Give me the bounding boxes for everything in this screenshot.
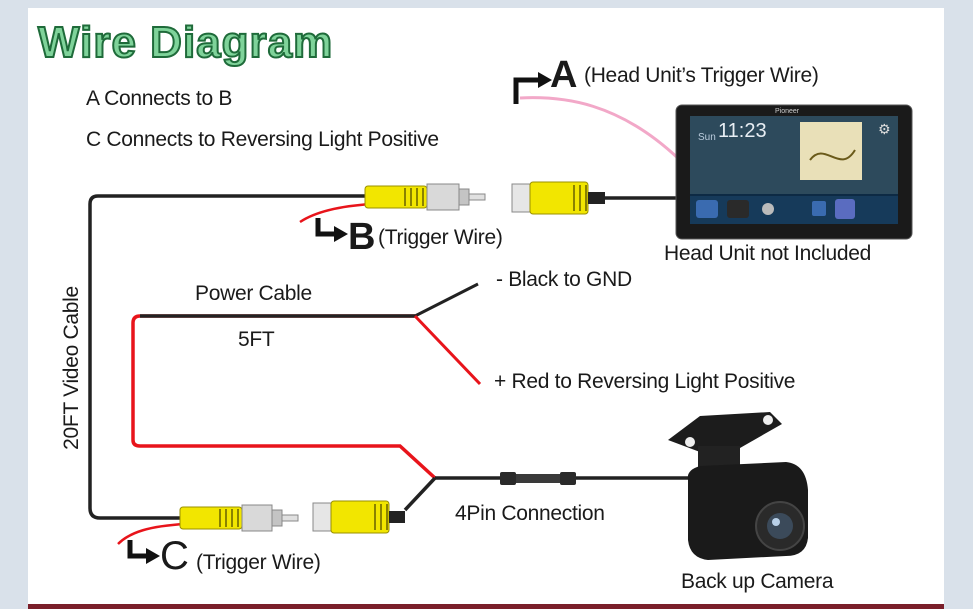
label-c-letter: C xyxy=(160,534,189,578)
four-pin-connector xyxy=(500,472,576,485)
arrow-b-head xyxy=(334,226,348,242)
label-a-text: (Head Unit’s Trigger Wire) xyxy=(584,64,819,87)
arrow-c-head xyxy=(146,548,160,564)
label-power-length: 5FT xyxy=(238,328,275,351)
rca-male-b xyxy=(364,183,486,211)
arrow-b xyxy=(315,218,336,237)
note-c-to-reverse: C Connects to Reversing Light Positive xyxy=(86,128,439,151)
power-cable-red xyxy=(131,314,437,480)
rca-male-c xyxy=(179,504,299,532)
trigger-wire-b xyxy=(299,202,373,224)
note-a-to-b: A Connects to B xyxy=(86,87,233,110)
page-title: Wire Diagram xyxy=(37,17,334,68)
head-unit: ⚙ Sun 11:23 Pioneer xyxy=(675,104,913,240)
label-red-positive: + Red to Reversing Light Positive xyxy=(494,370,796,393)
head-unit-trigger-wire xyxy=(519,96,687,167)
label-camera: Back up Camera xyxy=(681,570,834,593)
label-b-text: (Trigger Wire) xyxy=(378,226,503,249)
svg-text:⚙: ⚙ xyxy=(878,122,891,138)
label-c-text: (Trigger Wire) xyxy=(196,551,321,574)
camera-cable-to-rca xyxy=(403,476,437,512)
trigger-wire-c xyxy=(117,522,186,545)
power-split-black xyxy=(414,282,479,318)
arrow-a-head xyxy=(538,72,552,88)
power-split-red xyxy=(413,314,482,386)
rca-female-c xyxy=(312,500,405,534)
head-unit-clock: 11:23 xyxy=(718,120,767,142)
bottom-border xyxy=(28,604,944,609)
label-head-unit: Head Unit not Included xyxy=(664,242,872,265)
rca-female-b xyxy=(511,181,605,215)
backup-camera xyxy=(668,412,808,560)
label-black-gnd: - Black to GND xyxy=(496,268,632,291)
arrow-a xyxy=(513,77,540,104)
label-video-cable: 20FT Video Cable xyxy=(60,286,83,450)
label-a-letter: A xyxy=(550,54,578,96)
label-b-letter: B xyxy=(348,216,376,258)
video-cable xyxy=(88,194,370,520)
label-four-pin: 4Pin Connection xyxy=(455,502,605,525)
head-unit-brand: Pioneer xyxy=(775,108,800,115)
arrow-c xyxy=(127,540,148,559)
label-power-cable: Power Cable xyxy=(195,282,312,305)
svg-text:Sun: Sun xyxy=(698,132,716,143)
